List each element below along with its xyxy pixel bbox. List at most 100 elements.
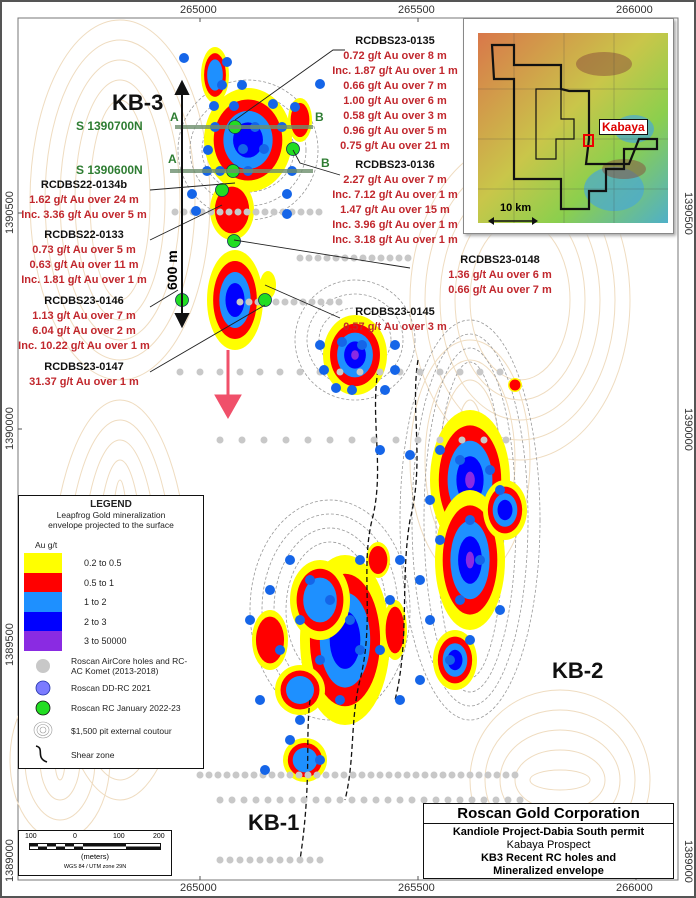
grade-envelope	[509, 379, 521, 391]
aircore-hole	[286, 771, 294, 779]
aircore-hole	[323, 254, 331, 262]
dd-rc-hole-2021	[375, 645, 385, 655]
legend-swatch	[24, 592, 62, 612]
aircore-hole	[282, 436, 290, 444]
legend-class-label: 3 to 50000	[84, 636, 127, 646]
grade-envelope	[351, 350, 359, 360]
contour-line	[89, 99, 151, 301]
dd-rc-hole-2021	[285, 555, 295, 565]
dd-rc-hole-2021	[290, 102, 300, 112]
aircore-hole	[216, 796, 224, 804]
dd-rc-hole-2021	[335, 695, 345, 705]
aircore-hole	[264, 796, 272, 804]
aircore-hole	[349, 771, 357, 779]
aircore-hole	[305, 254, 313, 262]
grade-envelope	[260, 271, 276, 299]
dd-rc-hole-2021	[325, 595, 335, 605]
pit-contour	[189, 93, 307, 207]
dd-rc-hole-2021	[357, 340, 367, 350]
scale-unit: (meters)	[81, 852, 109, 861]
dd-rc-hole-2021	[347, 385, 357, 395]
legend-symbol-label: $1,500 pit external coutour	[71, 726, 172, 736]
dd-rc-hole-2021	[245, 615, 255, 625]
aircore-hole	[252, 796, 260, 804]
x-tick: 265000	[180, 4, 217, 16]
aircore-hole	[260, 436, 268, 444]
company-name: Roscan Gold Corporation	[424, 804, 673, 824]
aircore-hole	[234, 208, 242, 216]
rc-hole-2022-23	[258, 293, 272, 307]
x-tick: 265000	[180, 882, 217, 894]
aircore-hole	[243, 208, 251, 216]
section-end-b: B	[315, 110, 324, 124]
dd-rc-hole-2021	[187, 189, 197, 199]
pit-contour	[399, 319, 541, 721]
aircore-hole	[176, 368, 184, 376]
pit-contour	[294, 279, 416, 401]
dd-rc-hole-2021	[315, 755, 325, 765]
legend-swatch	[24, 553, 62, 573]
aircore-hole	[326, 436, 334, 444]
dd-rc-hole-2021	[268, 99, 278, 109]
shear-zone-line	[394, 359, 419, 701]
aircore-hole	[236, 368, 244, 376]
legend-class-label: 0.2 to 0.5	[84, 558, 122, 568]
section-label-1390700n: S 1390700N	[76, 119, 143, 133]
aircore-hole	[457, 771, 465, 779]
aircore-hole	[304, 771, 312, 779]
aircore-hole	[290, 298, 298, 306]
dd-rc-hole-2021	[229, 101, 239, 111]
aircore-hole	[276, 796, 284, 804]
dd-rc-hole-2021	[395, 695, 405, 705]
aircore-hole	[502, 771, 510, 779]
legend-class-label: 2 to 3	[84, 617, 107, 627]
aircore-hole	[484, 771, 492, 779]
dd-rc-hole-2021	[285, 735, 295, 745]
dd-rc-hole-2021	[237, 80, 247, 90]
aircore-hole	[377, 254, 385, 262]
dd-rc-hole-2021	[255, 695, 265, 705]
contour-line	[529, 769, 591, 791]
aircore-hole	[216, 436, 224, 444]
y-tick: 1390000	[4, 407, 16, 450]
aircore-hole	[308, 298, 316, 306]
dd-rc-hole-2021	[337, 337, 347, 347]
project-name: Kandiole Project-Dabia South permit	[452, 826, 645, 838]
aircore-hole	[456, 796, 464, 804]
aircore-hole	[444, 796, 452, 804]
dd-rc-hole-2021	[295, 615, 305, 625]
dd-rc-hole-2021	[485, 465, 495, 475]
legend-title: LEGEND	[90, 499, 132, 510]
inset-scale-label: 10 km	[500, 202, 532, 214]
aircore-hole	[432, 796, 440, 804]
section-lines	[170, 125, 313, 173]
aircore-hole	[304, 436, 312, 444]
aircore-hole	[240, 796, 248, 804]
legend-swatch	[24, 572, 62, 592]
contour-line	[74, 79, 166, 321]
aircore-hole	[412, 771, 420, 779]
legend-class-label: 0.5 to 1	[84, 578, 115, 588]
distance-arrow	[174, 79, 190, 329]
aircore-hole	[266, 856, 274, 864]
dd-rc-hole-2021	[375, 445, 385, 455]
grade-envelope	[214, 186, 250, 234]
legend-symbols	[33, 659, 53, 763]
dd-rc-hole-2021	[260, 765, 270, 775]
aircore-hole	[376, 368, 384, 376]
aircore-hole	[256, 856, 264, 864]
aircore-hole	[313, 771, 321, 779]
aircore-hole	[340, 771, 348, 779]
aircore-hole	[315, 208, 323, 216]
dd-rc-hole-2021	[209, 101, 219, 111]
aircore-hole	[516, 796, 524, 804]
aircore-hole	[196, 368, 204, 376]
aircore-hole	[384, 796, 392, 804]
scale-tick: 0	[73, 833, 77, 840]
aircore-hole	[216, 856, 224, 864]
grade-envelope	[497, 499, 513, 521]
aircore-hole	[276, 368, 284, 376]
aircore-hole	[196, 771, 204, 779]
